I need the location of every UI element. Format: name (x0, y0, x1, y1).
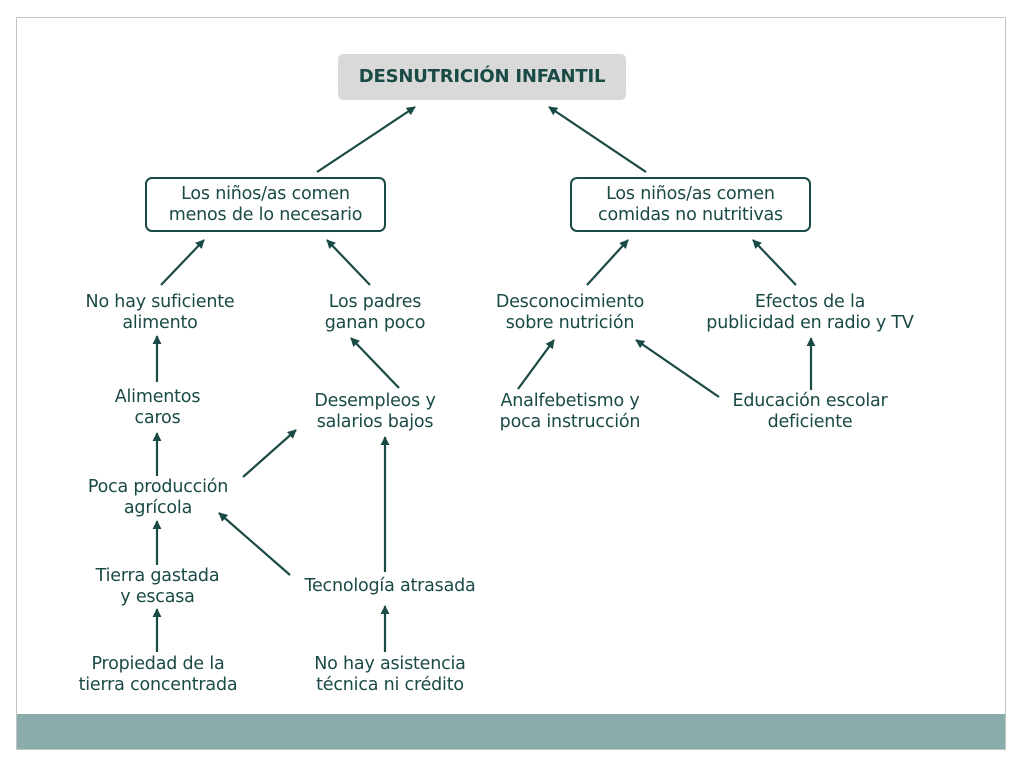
arrow-tecnologia-to-poca-produccion (218, 512, 291, 576)
node-educacion: Educación escolar deficiente (732, 391, 888, 432)
footer-bar (17, 714, 1005, 749)
node-tierra-gastada: Tierra gastada y escasa (95, 566, 220, 607)
node-propiedad-tierra: Propiedad de la tierra concentrada (78, 654, 238, 695)
arrow-padres-to-branch-left (326, 239, 371, 286)
node-padres-ganan-poco: Los padres ganan poco (324, 292, 426, 333)
node-no-asistencia: No hay asistencia técnica ni crédito (314, 654, 466, 695)
arrow-branch-left-to-title (316, 106, 416, 173)
node-analfabetismo: Analfebetismo y poca instrucción (499, 391, 641, 432)
node-desconocimiento: Desconocimiento sobre nutrición (495, 292, 645, 333)
slide (16, 17, 1006, 750)
node-poca-produccion: Poca producción agrícola (87, 477, 229, 518)
node-branch-right: Los niños/as comen comidas no nutritivas (570, 177, 811, 232)
node-tecnologia: Tecnología atrasada (304, 576, 476, 596)
node-alimentos-caros: Alimentos caros (114, 387, 201, 428)
arrow-desempleos-to-padres (350, 337, 400, 389)
node-no-hay-alimento: No hay suficiente alimento (85, 292, 235, 333)
node-branch-right-label: Los niños/as comen comidas no nutritivas (598, 183, 783, 225)
node-efectos-publicidad: Efectos de la publicidad en radio y TV (706, 292, 914, 333)
arrow-no-hay-alimento-to-branch-left (160, 239, 205, 286)
node-branch-left: Los niños/as comen menos de lo necesario (145, 177, 386, 232)
arrow-educacion-to-desconocimiento (635, 339, 720, 398)
arrow-efectos-to-branch-right (752, 239, 797, 286)
arrow-analfabetismo-to-desconocimiento (517, 339, 555, 390)
arrow-poca-produccion-to-desempleos (242, 429, 297, 478)
node-desempleos: Desempleos y salarios bajos (314, 391, 436, 432)
arrow-branch-right-to-title (548, 106, 647, 173)
diagram-title: DESNUTRICIÓN INFANTIL (338, 54, 626, 100)
node-branch-left-label: Los niños/as comen menos de lo necesario (168, 183, 363, 225)
arrow-desconocimiento-to-branch-right (586, 239, 629, 286)
